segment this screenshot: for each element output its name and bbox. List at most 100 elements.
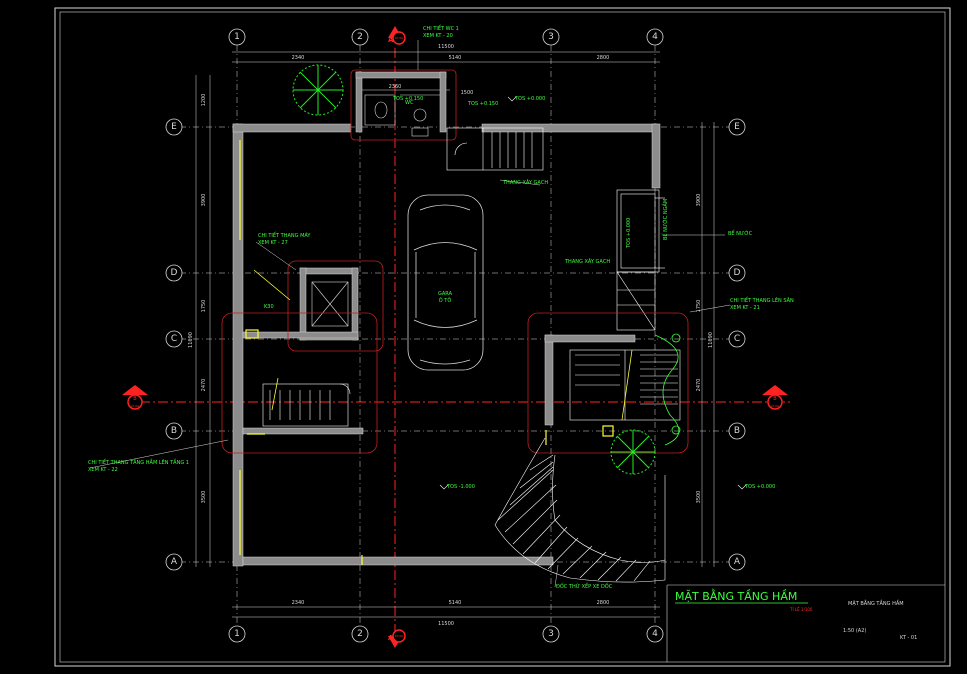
dim-bottom-seg-2: 5140	[449, 600, 462, 606]
section-marker-b-left: B KT-06	[122, 385, 148, 410]
section-marker-b-right: B KT-06	[762, 385, 788, 410]
curved-ramp	[494, 437, 666, 583]
elevator-detail-ref: XEM KT - 27	[258, 240, 288, 246]
stair-landing-right-label: THANG XÂY GẠCH	[564, 258, 610, 265]
level-entry: TOS +0.000	[514, 96, 545, 102]
grid-bubble-d-left	[165, 264, 183, 282]
wall-right-stair	[544, 334, 554, 426]
svg-text:KT-06: KT-06	[131, 404, 139, 408]
left-stair-detail-box	[221, 312, 378, 454]
dim-bottom-seg-1: 2340	[292, 600, 305, 606]
grid-label-1-bottom: 1	[234, 629, 240, 639]
elevator-wall-top	[299, 267, 359, 275]
wc-detail-box	[350, 69, 457, 141]
grid-bubble-d-right	[728, 264, 746, 282]
wc-detail-label: CHI TIẾT WC 1	[423, 24, 459, 32]
svg-text:KT-06: KT-06	[395, 36, 403, 40]
level-main: TOS -1.000	[446, 484, 475, 490]
level-right: TOS +0.000	[744, 484, 775, 490]
grid-label-4-bottom: 4	[652, 629, 658, 639]
grid-label-e-right: E	[734, 122, 740, 132]
right-stair-handrail	[654, 333, 681, 446]
grid-label-2-bottom: 2	[357, 629, 363, 639]
wall-right-upper	[651, 123, 661, 189]
wc-detail-ref: XEM KT - 20	[423, 33, 453, 39]
dim-right-seg-2: 1750	[696, 300, 702, 313]
level-symbol-entry	[507, 96, 517, 102]
inner-frame	[59, 11, 946, 663]
wc-fixtures	[364, 94, 440, 137]
svg-text:A: A	[388, 634, 394, 642]
grid-bubble-2-top	[351, 28, 369, 46]
elevator-car	[311, 281, 349, 327]
dim-left-seg-1: 1200	[201, 94, 207, 107]
wall-bottom	[242, 556, 554, 566]
svg-text:B: B	[773, 396, 777, 402]
left-stair-accent	[271, 377, 279, 411]
grid-label-3-top: 3	[548, 32, 554, 42]
dim-wc-width: 2360	[389, 84, 402, 90]
tree-icon-top	[292, 64, 344, 116]
dim-right-total: 11690	[708, 332, 714, 348]
dim-top-total: 11500	[438, 44, 454, 50]
grid-label-d-left: D	[171, 268, 178, 278]
dim-left-seg-4: 2470	[201, 379, 207, 392]
grid-bubble-3-top	[542, 28, 560, 46]
grid-bubble-3-bottom	[542, 625, 560, 643]
tree-icon-bottom	[610, 429, 656, 475]
dim-right-seg-3: 2470	[696, 379, 702, 392]
car-space-label-2: Ô TÔ	[439, 297, 452, 304]
grid-label-a-left: A	[171, 557, 178, 567]
left-stair-wall-top	[242, 331, 359, 339]
dim-right-seg-1: 3900	[696, 194, 702, 207]
grid-bubble-b-left	[165, 422, 183, 440]
section-marker-a-bottom: A KT-06	[388, 629, 406, 648]
wall-top-left	[232, 123, 352, 133]
drawing-scale: TỈ LỆ 1/100	[789, 607, 813, 612]
right-stair-detail-label: CHI TIẾT THANG LÊN SÂN	[730, 296, 794, 304]
wall-right-stair-top	[544, 334, 636, 343]
left-stair-detail-ref: XEM KT - 22	[88, 467, 118, 473]
car-space-label: GARA	[438, 291, 453, 297]
walls	[232, 71, 661, 567]
grid-label-a-right: A	[734, 557, 741, 567]
dim-left-seg-5: 3500	[201, 491, 207, 504]
svg-text:KT-06: KT-06	[395, 634, 403, 638]
left-stair	[262, 383, 351, 427]
outer-frame	[54, 7, 951, 667]
wc-wall-right	[439, 71, 447, 133]
dim-right-seg-4: 3500	[696, 491, 702, 504]
svg-text:A: A	[388, 36, 394, 44]
wc-wall-left	[355, 71, 363, 133]
elevator-detail-box	[287, 260, 384, 352]
grid-bubble-4-top	[646, 28, 664, 46]
dimension-lines	[195, 51, 715, 618]
grid-bubble-c-left	[165, 330, 183, 348]
dim-top-seg-3: 2800	[597, 55, 610, 61]
ramp-label: ĐỐC THỨ XẾP XE DỐC	[556, 582, 613, 590]
dim-left-seg-2: 3900	[201, 194, 207, 207]
wall-left	[232, 123, 244, 567]
grid-bubble-e-left	[165, 118, 183, 136]
grid-bubble-a-right	[728, 553, 746, 571]
level-wc2: TOS +0.150	[467, 101, 498, 107]
car-icon	[407, 194, 484, 371]
grid-label-2-top: 2	[357, 32, 363, 42]
grid-bubble-2-bottom	[351, 625, 369, 643]
dim-left-total: 11690	[188, 332, 194, 348]
grid-label-3-bottom: 3	[548, 629, 554, 639]
grid-bubble-1-bottom	[228, 625, 246, 643]
section-marker-a-top: A KT-06	[388, 26, 406, 45]
tank-stair	[616, 271, 656, 331]
water-tank-label: BỂ NƯỚC	[728, 229, 753, 237]
level-wc: TOS +0.150	[392, 96, 423, 102]
svg-text:B: B	[133, 396, 137, 402]
leaders	[89, 40, 731, 588]
level-symbol-main	[439, 484, 449, 490]
dim-left-seg-3: 1750	[201, 300, 207, 313]
title-block-scale: 1:50 (A2)	[843, 628, 866, 634]
dim-bottom-seg-3: 2800	[597, 600, 610, 606]
grid-label-4-top: 4	[652, 32, 658, 42]
right-stair-detail-ref: XEM KT - 21	[730, 305, 760, 311]
sheet-code: KT - 01	[900, 635, 917, 641]
